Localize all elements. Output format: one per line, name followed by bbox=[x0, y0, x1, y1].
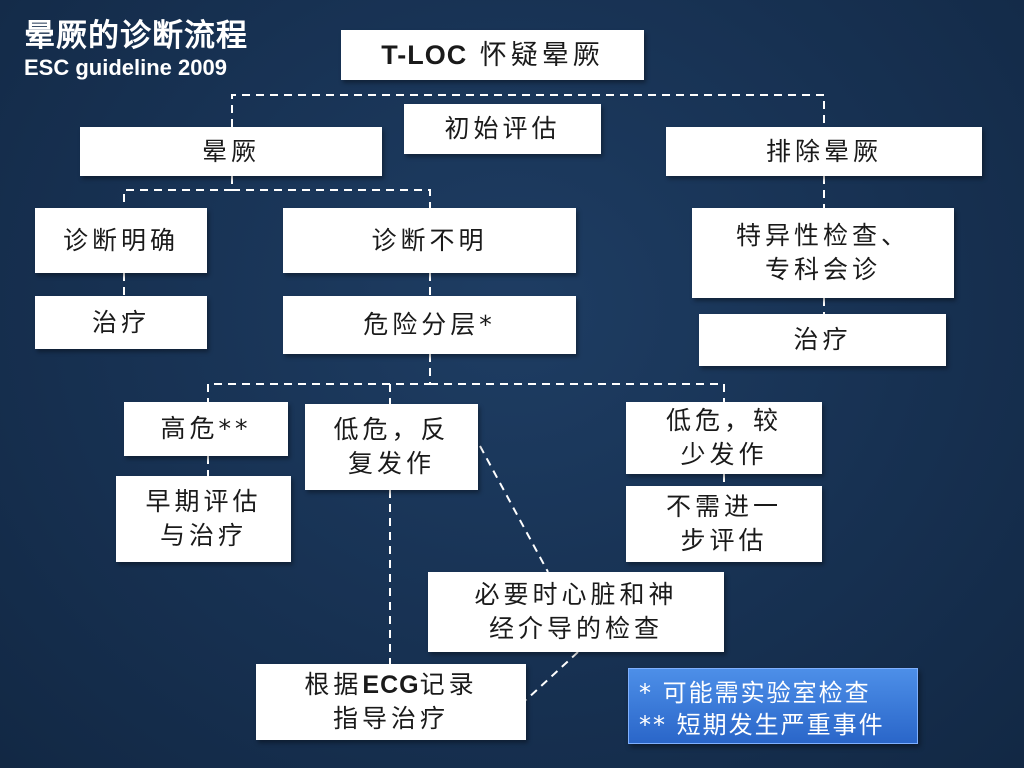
node-syncope-text: 晕厥 bbox=[201, 136, 260, 166]
node-high-risk-text: 高危** bbox=[160, 414, 252, 443]
node-ecg-guided-pre: 根据 bbox=[304, 670, 363, 699]
node-low-risk-rare: 低危，较 少发作 bbox=[626, 402, 822, 474]
connector-syncope-branch bbox=[123, 176, 431, 208]
node-no-further-eval: 不需进一 步评估 bbox=[626, 486, 822, 562]
node-treatment-left: 治疗 bbox=[35, 296, 207, 349]
node-tloc-text: 怀疑晕厥 bbox=[467, 39, 604, 71]
slide-title: 晕厥的诊断流程 bbox=[24, 18, 248, 54]
node-low-risk-rare-line2: 少发作 bbox=[680, 440, 768, 469]
node-cardiac-neural-exam: 必要时心脏和神 经介导的检查 bbox=[428, 572, 724, 652]
node-high-risk: 高危** bbox=[124, 402, 288, 456]
node-ecg-guided-latin: ECG bbox=[362, 671, 420, 699]
node-exclude-syncope: 排除晕厥 bbox=[666, 127, 982, 176]
node-diagnosis-clear: 诊断明确 bbox=[35, 208, 207, 273]
node-cardiac-neural-line1: 必要时心脏和神 bbox=[474, 580, 678, 609]
node-treatment-left-text: 治疗 bbox=[91, 307, 150, 337]
node-early-eval-line2: 与治疗 bbox=[159, 521, 247, 550]
connector-recurrent-cardiac bbox=[479, 445, 549, 573]
node-exclude-syncope-text: 排除晕厥 bbox=[765, 136, 882, 166]
slide-subtitle: ESC guideline 2009 bbox=[24, 55, 227, 80]
legend-line-1: * 可能需实验室检查 bbox=[639, 679, 871, 707]
node-ecg-guided-post: 记录 bbox=[419, 670, 478, 699]
connector-risk-branch bbox=[207, 354, 725, 404]
node-specific-tests: 特异性检查、 专科会诊 bbox=[692, 208, 954, 298]
footnote-legend: * 可能需实验室检查 ** 短期发生严重事件 bbox=[628, 668, 918, 744]
node-diagnosis-unclear-text: 诊断不明 bbox=[371, 225, 488, 255]
node-no-further-eval-line1: 不需进一 bbox=[665, 492, 782, 521]
node-initial-eval-text: 初始评估 bbox=[444, 114, 561, 143]
node-tloc: T-LOC 怀疑晕厥 bbox=[341, 30, 644, 80]
connector-cardiac-ecg bbox=[525, 651, 579, 701]
node-cardiac-neural-line2: 经介导的检查 bbox=[488, 614, 663, 643]
node-ecg-guided-line2: 指导治疗 bbox=[332, 704, 449, 733]
node-treatment-right-text: 治疗 bbox=[793, 325, 852, 354]
node-early-eval-line1: 早期评估 bbox=[145, 487, 262, 516]
node-no-further-eval-line2: 步评估 bbox=[680, 526, 768, 555]
node-low-risk-recurrent-line1: 低危，反 bbox=[333, 415, 450, 444]
legend-line-2: ** 短期发生严重事件 bbox=[639, 711, 885, 739]
node-diagnosis-unclear: 诊断不明 bbox=[283, 208, 576, 273]
node-treatment-right: 治疗 bbox=[699, 314, 946, 366]
node-syncope: 晕厥 bbox=[80, 127, 382, 176]
node-low-risk-recurrent-line2: 复发作 bbox=[347, 449, 435, 478]
node-diagnosis-clear-text: 诊断明确 bbox=[62, 225, 179, 255]
node-initial-eval: 初始评估 bbox=[404, 104, 601, 154]
node-low-risk-recurrent: 低危，反 复发作 bbox=[305, 404, 478, 490]
node-ecg-guided: 根据ECG记录 指导治疗 bbox=[256, 664, 526, 740]
node-specific-tests-line2: 专科会诊 bbox=[764, 255, 881, 284]
node-tloc-latin: T-LOC bbox=[381, 39, 468, 70]
node-risk-stratification-text: 危险分层* bbox=[363, 310, 496, 339]
node-early-eval: 早期评估 与治疗 bbox=[116, 476, 291, 562]
node-specific-tests-line1: 特异性检查、 bbox=[735, 221, 910, 250]
node-low-risk-rare-line1: 低危，较 bbox=[665, 406, 782, 435]
connector-tloc-branch bbox=[231, 94, 825, 127]
node-risk-stratification: 危险分层* bbox=[283, 296, 576, 354]
